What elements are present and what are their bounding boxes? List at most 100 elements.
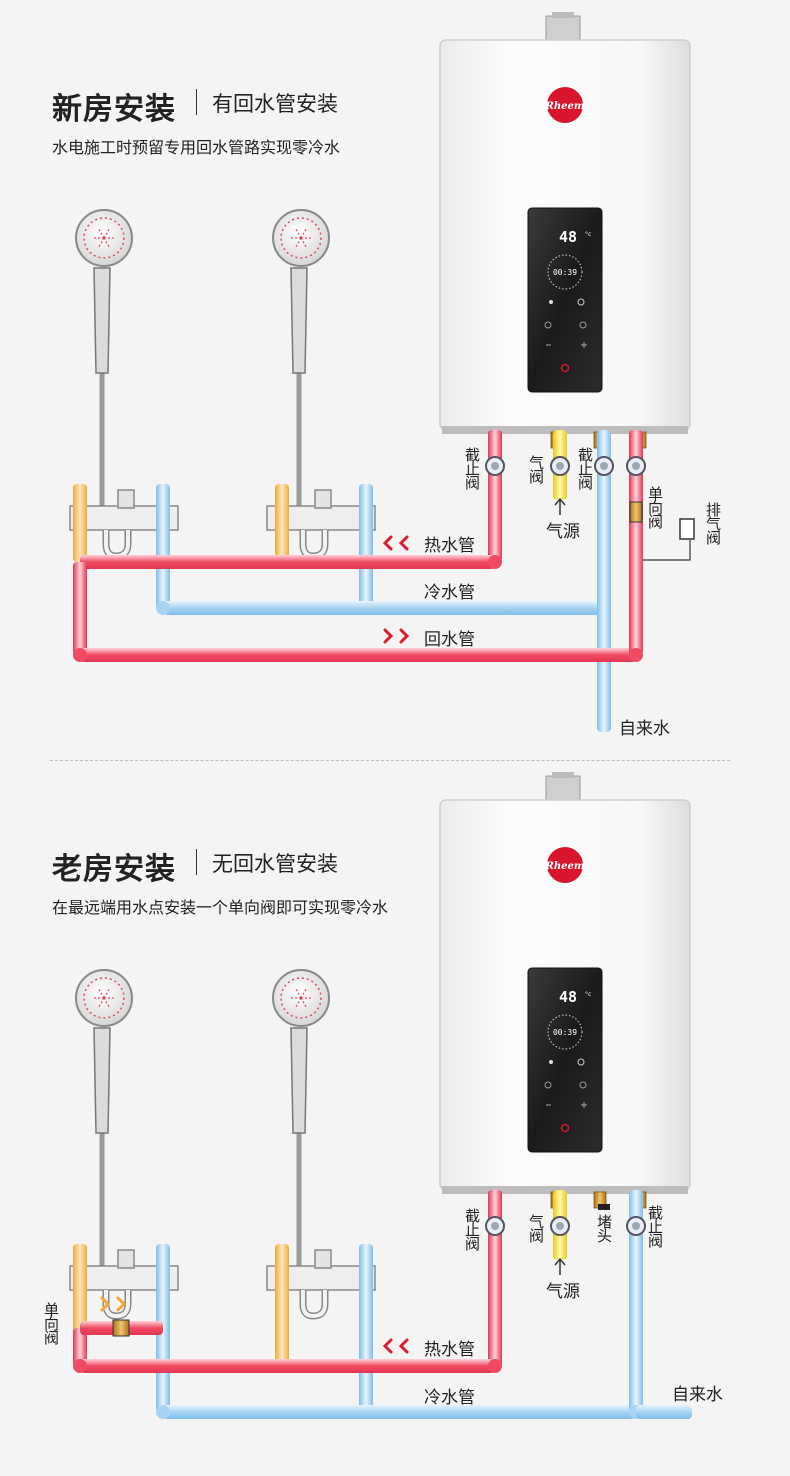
arrow-chevron bbox=[399, 628, 410, 644]
shower-nozzle-ray bbox=[300, 997, 308, 1009]
rheem-logo-icon bbox=[545, 85, 585, 125]
hot-flow-arrow-icon bbox=[382, 1338, 409, 1354]
temperature-readout: 48 bbox=[559, 988, 577, 1006]
gas-valve-label: 气阀 bbox=[527, 1214, 545, 1242]
hot-left-elbow bbox=[73, 1359, 87, 1373]
check-valve-label: 单向阀 bbox=[42, 1302, 60, 1344]
section-subtitle: 有回水管安装 bbox=[212, 92, 338, 116]
temperature-unit: °c bbox=[585, 231, 591, 238]
shower-nozzle-ray bbox=[97, 237, 105, 249]
shutoff-valve-left-icon-core bbox=[491, 1222, 499, 1230]
hot-pipe-label: 热水管 bbox=[424, 536, 475, 556]
heater-flue-cap bbox=[552, 772, 574, 778]
heater-bottom-edge bbox=[442, 426, 688, 434]
temperature-unit: °c bbox=[585, 991, 591, 998]
shower-nozzles bbox=[83, 217, 125, 259]
section-divider bbox=[50, 760, 730, 761]
timer-dial-icon bbox=[547, 1014, 583, 1050]
vent-valve-icon bbox=[679, 518, 695, 540]
panel-clock-icon bbox=[579, 1081, 587, 1089]
check-valve-icon bbox=[112, 1319, 130, 1337]
power-icon bbox=[560, 363, 570, 373]
shower-2 bbox=[266, 969, 376, 1320]
shower-nozzles bbox=[83, 977, 125, 1019]
rheem-logo-icon bbox=[545, 845, 585, 885]
shower-nozzle-ray bbox=[97, 987, 105, 999]
time-readout: 00:39 bbox=[553, 1028, 577, 1037]
rheem-logo-text: Rheem bbox=[545, 101, 585, 112]
arrow-chevron bbox=[383, 628, 394, 644]
cold-main-elbow bbox=[156, 1405, 170, 1419]
shower-nozzle-ray bbox=[103, 227, 111, 239]
rheem-logo-text: Rheem bbox=[545, 861, 585, 872]
shower-handle bbox=[93, 267, 111, 374]
shower-nozzle-ray bbox=[103, 997, 111, 1009]
hot-supply-vertical bbox=[488, 430, 502, 562]
shower-u-bend-inner bbox=[301, 1290, 327, 1319]
arrow-chevron bbox=[382, 1338, 393, 1354]
shower-nozzle-ray bbox=[294, 987, 302, 999]
return-flow-arrow-icon bbox=[383, 628, 410, 644]
shutoff-valve-left-label: 截止阀 bbox=[463, 1208, 481, 1250]
shower-nozzle-ray bbox=[300, 227, 308, 239]
shower-nozzle-ray bbox=[300, 987, 308, 999]
shower-nozzle-ray bbox=[103, 987, 111, 999]
cold-pipe-label: 冷水管 bbox=[424, 1388, 475, 1408]
arrow-chevron bbox=[100, 1296, 111, 1312]
shower-handle bbox=[290, 267, 308, 374]
warm-riser-2 bbox=[275, 1244, 289, 1366]
shutoff-valve-left-icon-core bbox=[491, 462, 499, 470]
cold-main-elbow bbox=[156, 601, 170, 615]
arrow-chevron bbox=[398, 535, 409, 551]
cold-pipe-label: 冷水管 bbox=[424, 583, 475, 603]
section-description: 水电施工时预留专用回水管路实现零冷水 bbox=[52, 138, 341, 157]
tap-water-pipe bbox=[636, 1405, 692, 1419]
panel-dot-icon bbox=[549, 300, 553, 304]
section-description: 在最远端用水点安装一个单向阀即可实现零冷水 bbox=[52, 898, 389, 917]
gas-inflow-arrow-icon bbox=[554, 1257, 566, 1275]
panel-mode-icon bbox=[577, 1058, 585, 1066]
panel-minus-icon bbox=[544, 1081, 552, 1089]
shutoff-valve-right-icon-core bbox=[600, 462, 608, 470]
shower-handle bbox=[290, 1027, 308, 1134]
shutoff-valve-right-icon-core bbox=[632, 1222, 640, 1230]
return-elbow-left bbox=[73, 648, 87, 662]
shower-u-bend-inner bbox=[104, 1290, 130, 1319]
arrow-chevron bbox=[116, 1296, 127, 1312]
shower-nozzle-ray bbox=[97, 227, 105, 239]
warm-riser-2 bbox=[275, 484, 289, 562]
hot-main-pipe bbox=[80, 555, 495, 569]
shower-nozzles bbox=[280, 977, 322, 1019]
check-valve-icon bbox=[629, 501, 643, 523]
gas-valve-icon-core bbox=[556, 462, 564, 470]
panel-minus-icon bbox=[544, 321, 552, 329]
return-pipe-label: 回水管 bbox=[424, 630, 475, 650]
shower-mixer-knob bbox=[314, 489, 332, 509]
shower-nozzle-ray bbox=[300, 237, 308, 249]
shower-nozzle-ray bbox=[294, 997, 302, 1009]
title-separator bbox=[196, 849, 197, 875]
return-main-pipe bbox=[80, 648, 636, 662]
return-valve-icon-core bbox=[632, 462, 640, 470]
section-title: 老房安装 bbox=[52, 852, 176, 887]
return-right-vertical bbox=[629, 430, 643, 655]
cold-riser-2 bbox=[359, 1244, 373, 1412]
shower-nozzle-ray bbox=[97, 997, 105, 1009]
heater-flue-cap bbox=[552, 12, 574, 18]
gas-source-label: 气源 bbox=[546, 1282, 580, 1302]
heater-flue bbox=[545, 15, 581, 43]
vent-valve-label: 排气阀 bbox=[704, 502, 722, 544]
shower-nozzle-ray bbox=[103, 237, 111, 249]
water-heater: Rheem 48 °c 00:39 bbox=[439, 772, 691, 1209]
shutoff-valve-left-label: 截止阀 bbox=[463, 447, 481, 489]
time-readout: 00:39 bbox=[553, 268, 577, 277]
shower-nozzles bbox=[280, 217, 322, 259]
circulation-arrow-icon bbox=[100, 1296, 127, 1312]
shower-mixer-knob bbox=[117, 489, 135, 509]
return-left-vertical bbox=[73, 562, 87, 655]
shutoff-valve-right-label: 截止阀 bbox=[576, 447, 594, 489]
vent-valve-connector bbox=[643, 540, 691, 561]
